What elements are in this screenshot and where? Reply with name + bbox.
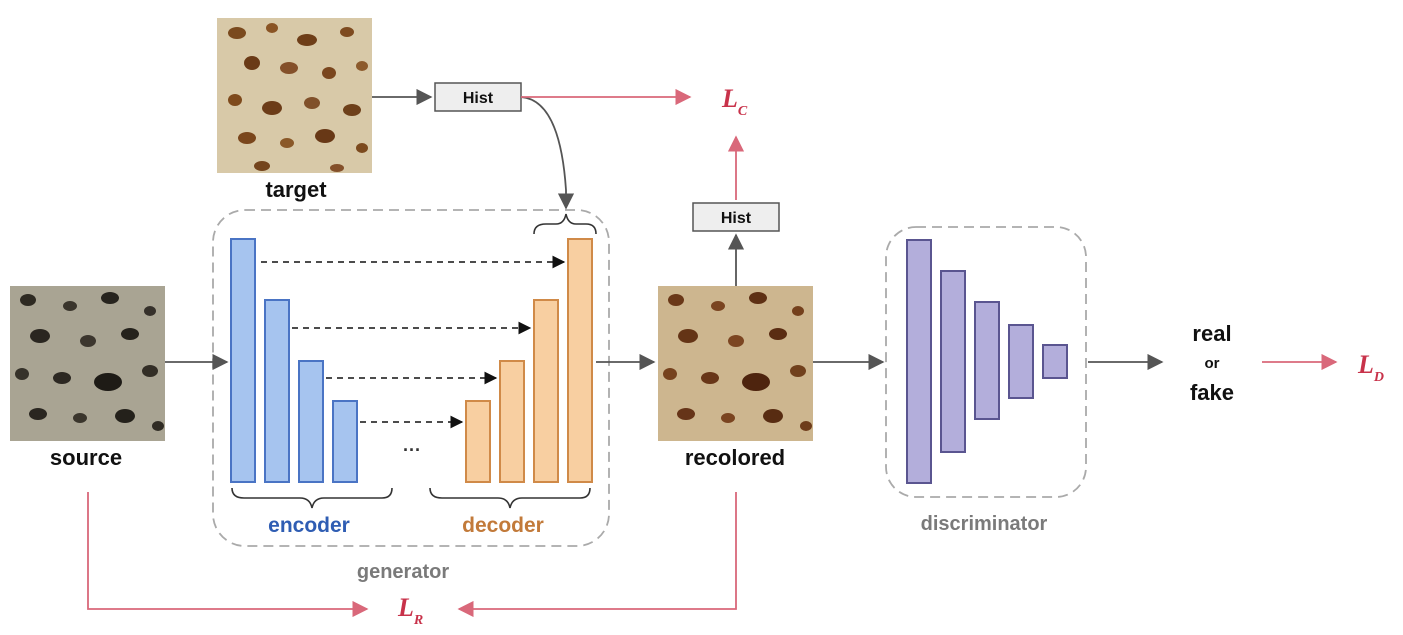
decoder-layer-4: [567, 238, 593, 483]
recolored-image: [658, 286, 813, 441]
discriminator-layer-3: [974, 301, 1000, 420]
discriminator-label: discriminator: [921, 513, 1048, 535]
arrow-source-to-lr: [87, 492, 369, 618]
output-fake: fake: [1190, 380, 1234, 405]
decoder-layer-1: [465, 400, 491, 483]
encoder-layer-2: [264, 299, 290, 483]
discriminator-layer-2: [940, 270, 966, 453]
source-image: [10, 286, 165, 441]
decoder-label: decoder: [462, 514, 544, 537]
encoder-label: encoder: [268, 514, 350, 537]
generator-label: generator: [357, 561, 449, 583]
source-label: source: [50, 445, 122, 470]
decoder-layer-3: [533, 299, 559, 483]
decoder-layer-2: [499, 360, 525, 483]
hist-right-label: Hist: [721, 210, 752, 227]
target-label: target: [265, 177, 327, 202]
hist-box-right: Hist: [692, 202, 780, 232]
discriminator-layer-4: [1008, 324, 1034, 399]
hist-box-top: Hist: [434, 82, 522, 112]
bottleneck-ellipsis: ···: [403, 440, 421, 460]
hist-top-label: Hist: [463, 90, 494, 107]
decoder-brace: [429, 487, 591, 509]
output-real: real: [1192, 321, 1231, 346]
output-or: or: [1205, 355, 1220, 372]
recolored-label: recolored: [685, 445, 785, 470]
encoder-layer-3: [298, 360, 324, 483]
hist-injection-brace: [533, 213, 597, 235]
arrow-hist-to-decoder: [520, 96, 575, 210]
loss-ld: LD: [1357, 350, 1384, 385]
encoder-brace: [231, 487, 393, 509]
encoder-layer-1: [230, 238, 256, 483]
discriminator-layer-1: [906, 239, 932, 484]
arrow-recolored-to-lr: [457, 492, 737, 618]
discriminator-layer-5: [1042, 344, 1068, 379]
loss-lr: LR: [397, 593, 423, 628]
target-image: [217, 18, 372, 173]
discriminator-group-box: [885, 226, 1087, 498]
loss-lc: LC: [721, 84, 748, 119]
encoder-layer-4: [332, 400, 358, 483]
generator-group-box: [212, 209, 610, 547]
